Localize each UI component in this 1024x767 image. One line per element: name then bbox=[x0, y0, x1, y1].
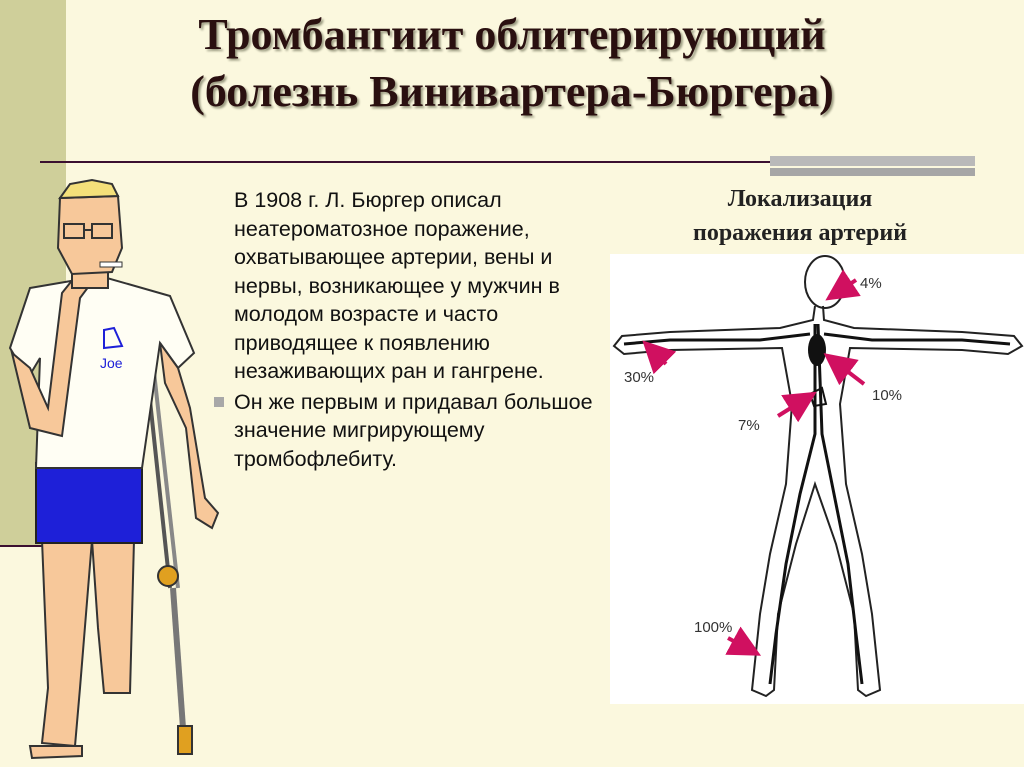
label-head: 4% bbox=[860, 275, 882, 292]
figure-title-line-1: Локализация bbox=[727, 186, 873, 212]
label-abdomen: 7% bbox=[738, 417, 760, 434]
hair bbox=[58, 178, 120, 200]
bullet-item-1: В 1908 г. Л. Бюргер описал неатероматозн… bbox=[210, 186, 600, 386]
text-content: В 1908 г. Л. Бюргер описал неатероматозн… bbox=[210, 186, 600, 475]
title-line-1: Тромбангиит облитерирующий bbox=[198, 10, 826, 59]
right-arm bbox=[159, 342, 220, 530]
label-leg: 100% bbox=[694, 619, 732, 636]
body-outline bbox=[612, 255, 1024, 698]
label-arm: 30% bbox=[624, 369, 654, 386]
slide-title: Тромбангиит облитерирующий (болезнь Вини… bbox=[0, 6, 1024, 120]
shirt-logo: Joe bbox=[100, 355, 123, 371]
shirt-logo-mark bbox=[103, 326, 124, 350]
arm-arrow bbox=[642, 340, 677, 375]
right-leg bbox=[90, 539, 136, 694]
bullet-text-1: В 1908 г. Л. Бюргер описал неатероматозн… bbox=[234, 188, 560, 383]
foot bbox=[28, 745, 83, 760]
label-heart: 10% bbox=[872, 387, 902, 404]
cartoon-man-illustration: Joe bbox=[8, 178, 220, 760]
body-diagram-panel: 4% 30% 10% 7% 100% bbox=[610, 254, 1024, 704]
title-divider bbox=[40, 161, 970, 163]
divider-accent-top bbox=[770, 156, 975, 166]
cigarette bbox=[99, 261, 123, 268]
bullet-marker bbox=[214, 396, 224, 407]
head-arrow bbox=[825, 269, 861, 301]
shorts bbox=[35, 462, 143, 544]
heart bbox=[808, 334, 826, 366]
title-line-2: (болезнь Винивартера-Бюргера) bbox=[190, 67, 834, 116]
abdominal-organ bbox=[808, 386, 828, 408]
bullet-item-2: Он же первым и придавал большое значение… bbox=[210, 388, 600, 474]
artery-network bbox=[623, 323, 1011, 685]
abdomen-arrow bbox=[776, 391, 817, 423]
divider-accent-bottom bbox=[770, 168, 975, 176]
body-artery-diagram: 4% 30% 10% 7% 100% bbox=[612, 255, 1024, 698]
leg-arrow bbox=[725, 626, 762, 656]
figure-title-line-2: поражения артерий bbox=[692, 220, 908, 246]
bullet-text-2: Он же первым и придавал большое значение… bbox=[234, 389, 593, 471]
left-leg bbox=[40, 539, 94, 748]
heart-arrow bbox=[823, 353, 866, 386]
figure-title: Локализация поражения артерий bbox=[640, 182, 960, 250]
side-rule bbox=[0, 545, 66, 547]
